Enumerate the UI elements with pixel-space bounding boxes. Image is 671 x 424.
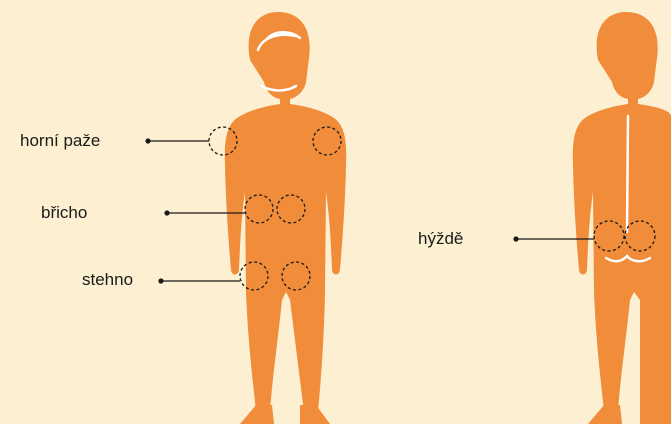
upper-arm-leader-line xyxy=(146,139,209,143)
upper-arm-label: horní paže xyxy=(20,131,100,151)
belly-label: břicho xyxy=(41,203,87,223)
back-body-figure xyxy=(573,12,671,424)
buttocks-label: hýždě xyxy=(418,229,463,249)
thigh-label: stehno xyxy=(82,270,133,290)
front-body-figure xyxy=(225,12,346,424)
thigh-leader-line xyxy=(159,279,240,283)
